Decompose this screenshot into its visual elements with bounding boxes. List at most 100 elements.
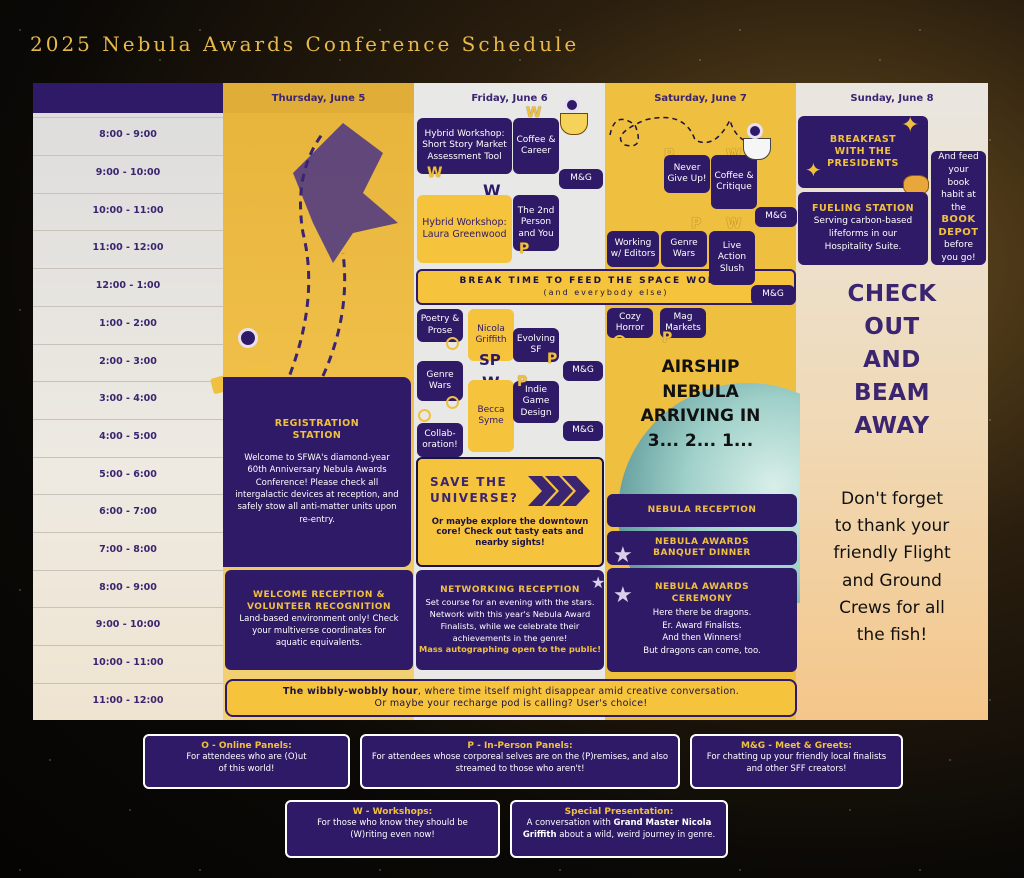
event-meet-greet[interactable]: M&G — [751, 285, 795, 305]
star-icon: ★ — [613, 543, 633, 568]
astronaut-icon — [564, 97, 580, 113]
event-hybrid-workshop-greenwood[interactable]: Hybrid Workshop: Laura Greenwood — [417, 195, 512, 263]
legend-body: For attendees who are (O)ut of this worl… — [186, 752, 307, 774]
networking-title: NETWORKING RECEPTION — [440, 585, 580, 596]
event-working-editors[interactable]: Working w/ Editors — [607, 231, 659, 267]
coffee-cup-icon — [560, 113, 588, 135]
header-friday: Friday, June 6 — [471, 92, 548, 104]
welcome-title-2: VOLUNTEER RECOGNITION — [247, 601, 391, 612]
coffee-cup-icon — [743, 138, 771, 160]
note-line: to thank your — [834, 516, 950, 537]
nebula-ceremony: NEBULA AWARDS CEREMONY Here there be dra… — [607, 568, 797, 672]
event-indie-game-design[interactable]: Indie Game Design — [513, 381, 559, 423]
time-slot: 5:00 - 6:00 — [33, 457, 223, 491]
note-line: and Ground — [842, 570, 942, 591]
event-genre-wars[interactable]: Genre Wars — [417, 361, 463, 401]
legend-body: For attendees whose corporeal selves are… — [371, 752, 669, 774]
welcome-title-1: WELCOME RECEPTION & — [253, 590, 385, 601]
checkout-line: BEAM — [854, 379, 930, 406]
breakfast-line: BREAKFAST — [829, 134, 897, 146]
registration-station: REGISTRATION STATION Welcome to SFWA's d… — [223, 377, 411, 567]
person-tag: P — [517, 374, 528, 390]
event-hybrid-workshop-market[interactable]: Hybrid Workshop: Short Story Market Asse… — [417, 118, 512, 174]
time-slot: 4:00 - 5:00 — [33, 419, 223, 453]
astronaut-icon — [238, 328, 258, 348]
event-genre-wars-sat[interactable]: Genre Wars — [661, 231, 707, 267]
time-slot: 1:00 - 2:00 — [33, 306, 223, 340]
event-live-action-slush[interactable]: Live Action Slush — [709, 231, 755, 285]
save-title-1: SAVE THE — [430, 475, 508, 490]
legend-body-bold: Grand Master Nicola Griffith — [522, 818, 712, 840]
event-meet-greet[interactable]: M&G — [563, 361, 603, 381]
event-meet-greet[interactable]: M&G — [559, 169, 603, 189]
online-tag — [446, 337, 459, 350]
save-body: Or maybe explore the downtown core! Chec… — [431, 516, 589, 548]
checkout-line: AWAY — [854, 412, 930, 439]
sparkle-icon: ✦ — [805, 158, 822, 182]
event-coffee-critique[interactable]: Coffee & Critique — [711, 155, 757, 209]
sparkle-icon: ✦ — [901, 113, 920, 138]
airship-line: NEBULA — [662, 381, 739, 402]
breakfast-line: PRESIDENTS — [827, 157, 899, 169]
legend-workshops: W - Workshops: For those who know they s… — [285, 800, 500, 858]
event-meet-greet[interactable]: M&G — [563, 421, 603, 441]
fueling-station: FUELING STATION Serving carbon-based lif… — [798, 192, 928, 265]
fueling-body: Serving carbon-based lifeforms in our Ho… — [813, 215, 913, 252]
registration-title-1: REGISTRATION — [274, 418, 360, 430]
ceremony-line: Here there be dragons. — [652, 607, 752, 618]
legend-meet-greet: M&G - Meet & Greets: For chatting up you… — [690, 734, 903, 789]
online-tag — [446, 396, 459, 409]
page-title: 2025 Nebula Awards Conference Schedule — [30, 32, 580, 56]
checkout-line: CHECK — [847, 281, 937, 307]
event-meet-greet[interactable]: M&G — [755, 207, 797, 227]
wibbly-rest: , where time itself might disappear amid… — [417, 686, 740, 698]
legend-special-presentation: Special Presentation: A conversation wit… — [510, 800, 728, 858]
event-coffee-career[interactable]: Coffee & Career — [513, 118, 559, 174]
time-column — [33, 83, 223, 720]
check-out-heading: CHECK OUT AND BEAM AWAY — [796, 278, 988, 442]
event-poetry-prose[interactable]: Poetry & Prose — [417, 309, 463, 342]
legend-title: M&G - Meet & Greets: — [740, 741, 853, 751]
online-tag — [418, 409, 431, 422]
save-title-2: UNIVERSE? — [430, 491, 519, 506]
legend-body: For chatting up your friendly local fina… — [706, 752, 887, 774]
legend-online: O - Online Panels: For attendees who are… — [143, 734, 350, 789]
event-nicola-griffith[interactable]: Nicola Griffith — [468, 309, 514, 361]
workshop-tag: W — [526, 105, 542, 121]
header-blank — [33, 83, 223, 113]
event-cozy-horror[interactable]: Cozy Horror — [607, 308, 653, 338]
event-never-give-up[interactable]: Never Give Up! — [664, 155, 710, 193]
time-slot: 9:00 - 10:00 — [33, 155, 223, 189]
networking-body: Set course for an evening with the stars… — [425, 597, 595, 644]
ceremony-line: But dragons can come, too. — [643, 646, 761, 656]
book-depot-highlight: DEPOT — [938, 226, 979, 238]
person-tag: P — [519, 241, 530, 257]
book-depot-highlight: BOOK — [941, 214, 976, 226]
legend-body: A conversation with Grand Master Nicola … — [518, 818, 720, 841]
wibbly-line2: Or maybe your recharge pod is calling? U… — [374, 698, 648, 709]
person-tag: P — [691, 216, 702, 232]
header-sunday: Sunday, June 8 — [850, 92, 934, 104]
fueling-title: FUELING STATION — [811, 202, 915, 214]
save-the-universe-box: SAVE THE UNIVERSE? Or maybe explore the … — [416, 457, 604, 567]
checkout-line: OUT — [864, 313, 920, 340]
event-becca-syme[interactable]: Becca Syme — [468, 380, 514, 452]
time-slot: 10:00 - 11:00 — [33, 645, 223, 679]
event-collaboration[interactable]: Collab-oration! — [417, 423, 463, 457]
networking-highlight: Mass autographing open to the public! — [418, 644, 602, 655]
nebula-banquet: NEBULA AWARDS BANQUET DINNER — [607, 531, 797, 565]
online-tag — [613, 335, 626, 348]
book-depot: And feed your book habit at the BOOK DEP… — [931, 151, 986, 265]
event-mag-markets[interactable]: Mag Markets — [660, 308, 706, 338]
legend-title: Special Presentation: — [564, 807, 674, 817]
event-second-person[interactable]: The 2nd Person and You — [513, 195, 559, 251]
wibbly-bold: The wibbly-wobbly hour — [282, 686, 418, 698]
event-evolving-sf[interactable]: Evolving SF — [513, 328, 559, 362]
person-tag: P — [547, 351, 558, 367]
break-title: BREAK TIME TO FEED THE SPACE WOMBATS — [459, 276, 753, 287]
registration-title-2: STATION — [292, 430, 342, 442]
networking-reception: NETWORKING RECEPTION Set course for an e… — [416, 570, 604, 670]
time-slot: 11:00 - 12:00 — [33, 683, 223, 717]
ceremony-title-1: NEBULA AWARDS — [654, 582, 750, 593]
note-line: the fish! — [856, 624, 928, 645]
